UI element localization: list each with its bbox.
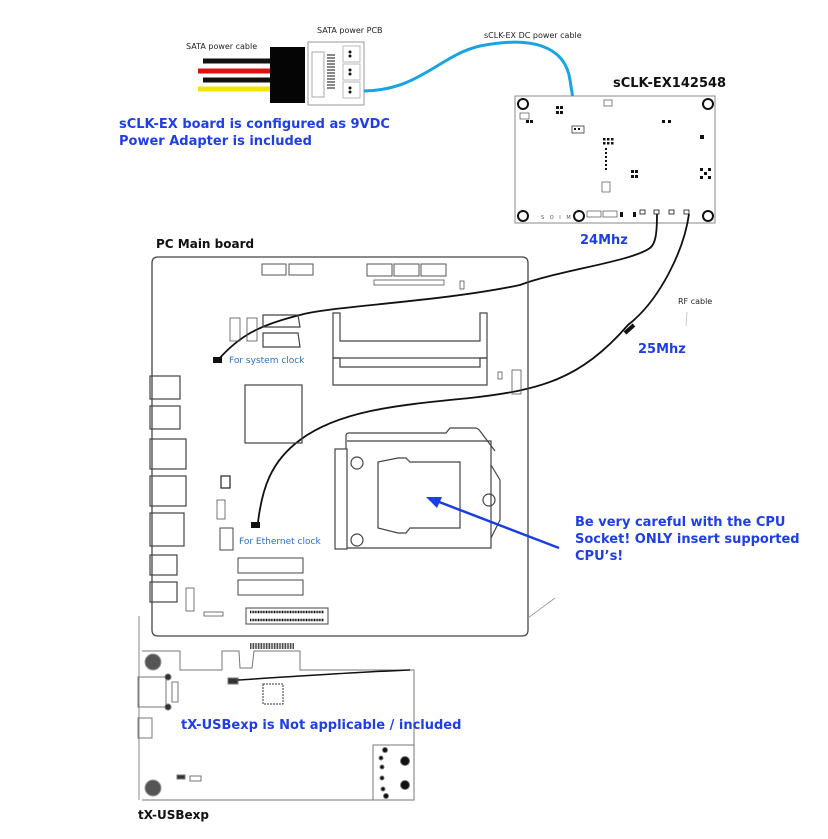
cpu-warning-line2: Socket! ONLY insert supported: [575, 532, 800, 547]
cpu-warning-line3: CPU’s!: [575, 549, 624, 564]
sclk-board-title: sCLK-EX142548: [613, 76, 727, 91]
rf-cable-24mhz: [217, 213, 658, 361]
sata-power-cable: [198, 47, 305, 103]
mount-hole: [573, 210, 585, 222]
freq-24mhz-label: 24Mhz: [580, 233, 628, 248]
dc-power-cable-label: sCLK-EX DC power cable: [484, 31, 582, 40]
cpu-warning-line1: Be very careful with the CPU: [575, 515, 786, 530]
usbexp-title: tX-USBexp: [138, 808, 209, 822]
config-note-line1: sCLK-EX board is configured as 9VDC: [119, 117, 390, 132]
freq-25mhz-label: 25Mhz: [638, 342, 686, 357]
sata-power-cable-label: SATA power cable: [186, 42, 258, 51]
cpu-socket: [334, 427, 501, 550]
mount-hole: [517, 210, 529, 222]
ethernet-clock-header: [251, 522, 260, 528]
rf-cable-label: RF cable: [678, 297, 713, 306]
system-clock-label: For system clock: [229, 356, 305, 366]
usbexp-note: tX-USBexp is Not applicable / included: [181, 718, 462, 733]
arrow-head-icon: [426, 497, 442, 508]
mount-hole: [702, 210, 714, 222]
sclk-ex-board: S O I M: [514, 95, 716, 224]
sata-power-pcb-label: SATA power PCB: [317, 26, 383, 35]
mount-hole: [702, 98, 714, 110]
rf-cable-usbexp: [237, 669, 411, 681]
sata-power-pcb: [307, 41, 365, 106]
tx-usbexp-card: [137, 616, 415, 801]
sata-connector-housing: [270, 47, 305, 103]
cpu-warning-arrow: [433, 498, 560, 550]
rf-cable-ferrite: [623, 323, 636, 335]
rf-cable-25mhz: [257, 213, 690, 523]
silkscreen-text: S O I M: [541, 215, 573, 221]
mount-hole: [517, 98, 529, 110]
system-clock-header: [213, 357, 222, 363]
pc-main-board: [149, 256, 556, 637]
pc-main-board-title: PC Main board: [156, 237, 255, 251]
config-note-line2: Power Adapter is included: [119, 134, 312, 149]
ethernet-clock-label: For Ethernet clock: [239, 537, 321, 547]
dc-input-header: [571, 125, 585, 134]
